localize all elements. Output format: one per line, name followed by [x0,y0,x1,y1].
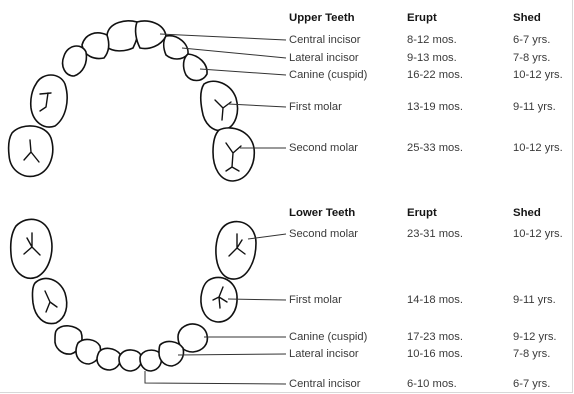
upper-row-erupt: 25-33 mos. [407,142,463,155]
lower-row-shed: 10-12 yrs. [513,228,563,241]
lower-row-shed: 9-11 yrs. [513,294,556,307]
upper-row-name: Second molar [289,142,358,155]
lower-second-molar-left [11,219,52,278]
lower-row-shed: 7-8 yrs. [513,348,550,361]
upper-row-name: Central incisor [289,34,361,47]
upper-row-shed: 10-12 yrs. [513,69,563,82]
upper-row-name: Canine (cuspid) [289,69,367,82]
upper-row-shed: 7-8 yrs. [513,52,550,65]
lower-header-erupt: Erupt [407,207,437,220]
upper-second-molar-right [213,128,254,181]
leader-lower-central-incisor [145,371,286,384]
lower-row-erupt: 14-18 mos. [407,294,463,307]
upper-row-name: Lateral incisor [289,52,359,65]
upper-row-erupt: 16-22 mos. [407,69,463,82]
upper-canine-right [184,54,208,81]
lower-second-molar-right [216,222,256,279]
lower-central-incisor-left [119,350,142,371]
upper-row-erupt: 9-13 mos. [407,52,457,65]
upper-row-name: First molar [289,101,342,114]
upper-canine-left [63,46,87,76]
upper-header-name: Upper Teeth [289,12,355,25]
lower-row-erupt: 6-10 mos. [407,378,457,391]
lower-row-name: Central incisor [289,378,361,391]
lower-lateral-incisor-right [159,341,184,366]
lower-arch [11,219,256,371]
lower-row-name: Lateral incisor [289,348,359,361]
upper-header-erupt: Erupt [407,12,437,25]
lower-row-name: First molar [289,294,342,307]
lower-header-name: Lower Teeth [289,207,355,220]
lower-header-shed: Shed [513,207,541,220]
upper-arch [9,21,255,181]
lower-row-name: Second molar [289,228,358,241]
lower-row-name: Canine (cuspid) [289,331,367,344]
upper-lateral-incisor-right [164,36,188,59]
lower-row-erupt: 23-31 mos. [407,228,463,241]
upper-row-shed: 10-12 yrs. [513,142,563,155]
upper-row-shed: 9-11 yrs. [513,101,556,114]
lower-row-shed: 6-7 yrs. [513,378,550,391]
upper-row-erupt: 13-19 mos. [407,101,463,114]
upper-first-molar-right [201,81,238,130]
upper-header-shed: Shed [513,12,541,25]
lower-row-shed: 9-12 yrs. [513,331,557,344]
leader-lower-lateral-incisor [178,354,286,355]
upper-central-incisor-right [136,21,166,48]
upper-row-erupt: 8-12 mos. [407,34,457,47]
lower-row-erupt: 17-23 mos. [407,331,463,344]
lower-lateral-incisor-left-inner [97,348,121,370]
upper-row-shed: 6-7 yrs. [513,34,550,47]
upper-central-incisor-left [107,21,138,51]
lower-row-erupt: 10-16 mos. [407,348,463,361]
upper-first-molar-left [31,75,67,127]
leader-upper-canine [200,69,286,75]
